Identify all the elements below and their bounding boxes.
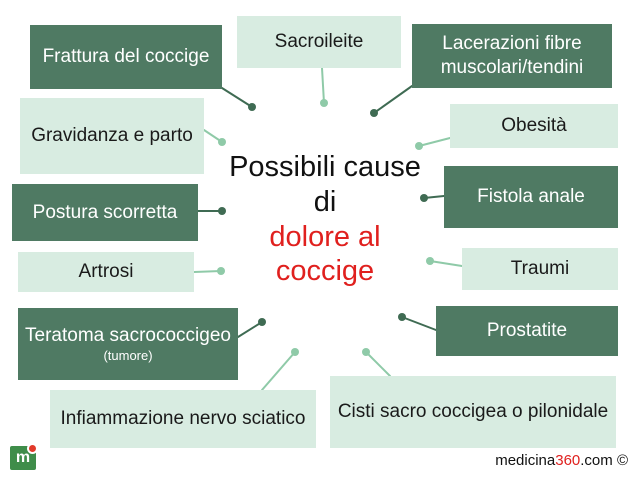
cause-gravidanza-label: Gravidanza e parto — [31, 125, 193, 147]
connector-dot-traumi — [426, 257, 434, 265]
cause-prostatite-label: Prostatite — [486, 320, 568, 342]
cause-prostatite-box: Prostatite — [436, 306, 618, 356]
connector-lacerazioni — [373, 85, 413, 114]
cause-traumi-box: Traumi — [462, 248, 618, 290]
cause-postura-box: Postura scorretta — [12, 184, 198, 241]
connector-dot-obesita — [415, 142, 423, 150]
site-credit: medicina360.com © — [495, 452, 628, 469]
cause-frattura-label: Frattura del coccige — [42, 46, 210, 68]
connector-dot-sacroileite — [320, 99, 328, 107]
cause-lacerazioni-box: Lacerazioni fibre muscolari/tendini — [412, 24, 612, 88]
connector-artrosi — [193, 270, 222, 273]
connector-dot-fistola — [420, 194, 428, 202]
connector-dot-artrosi — [217, 267, 225, 275]
connector-dot-frattura — [248, 103, 256, 111]
cause-gravidanza-box: Gravidanza e parto — [20, 98, 204, 174]
cause-infiammazione-box: Infiammazione nervo sciatico — [50, 390, 316, 448]
cause-fistola-label: Fistola anale — [477, 186, 585, 208]
connector-traumi — [429, 260, 463, 267]
central-title-line3: dolore al — [269, 220, 381, 253]
credit-brand-b: .com © — [580, 452, 628, 469]
cause-teratoma-note: (tumore) — [103, 348, 153, 364]
cause-cisti-label: Cisti sacro coccigea o pilonidale — [337, 401, 609, 423]
central-title: Possibili cause di dolore al coccige — [200, 150, 450, 289]
connector-obesita — [418, 137, 451, 147]
cause-frattura-box: Frattura del coccige — [30, 25, 222, 89]
connector-cisti — [365, 351, 391, 377]
credit-brand-a: medicina — [495, 452, 556, 469]
connector-sacroileite — [321, 67, 325, 104]
connector-dot-cisti — [362, 348, 370, 356]
cause-traumi-label: Traumi — [510, 258, 570, 280]
cause-postura-label: Postura scorretta — [32, 201, 178, 223]
cause-artrosi-box: Artrosi — [18, 252, 194, 292]
cause-sacroileite-label: Sacroileite — [274, 31, 364, 53]
cause-cisti-box: Cisti sacro coccigea o pilonidale — [330, 376, 616, 448]
connector-dot-gravidanza — [218, 138, 226, 146]
logo-dot-icon — [27, 443, 38, 454]
connector-dot-postura — [218, 207, 226, 215]
cause-teratoma-label: Teratoma sacrococcigeo — [25, 325, 231, 347]
connector-prostatite — [401, 316, 437, 331]
connector-dot-lacerazioni — [370, 109, 378, 117]
credit-brand-num: 360 — [555, 452, 581, 469]
connector-teratoma — [237, 321, 263, 338]
cause-teratoma-box: Teratoma sacrococcigeo (tumore) — [18, 308, 238, 380]
cause-sacroileite-box: Sacroileite — [237, 16, 401, 68]
cause-obesita-label: Obesità — [501, 115, 567, 137]
logo-letter: m — [15, 449, 31, 466]
connector-dot-prostatite — [398, 313, 406, 321]
cause-lacerazioni-label: Lacerazioni fibre muscolari/tendini — [440, 33, 584, 78]
connector-frattura — [221, 87, 253, 108]
connector-dot-infiammazione — [291, 348, 299, 356]
connector-dot-teratoma — [258, 318, 266, 326]
central-title-line4: coccige — [275, 255, 375, 288]
cause-obesita-box: Obesità — [450, 104, 618, 148]
cause-artrosi-label: Artrosi — [78, 261, 134, 283]
connector-infiammazione — [261, 351, 296, 391]
cause-infiammazione-label: Infiammazione nervo sciatico — [60, 408, 306, 430]
central-title-line1: Possibili cause — [229, 151, 421, 183]
central-title-line2: di — [313, 185, 337, 218]
cause-fistola-box: Fistola anale — [444, 166, 618, 228]
